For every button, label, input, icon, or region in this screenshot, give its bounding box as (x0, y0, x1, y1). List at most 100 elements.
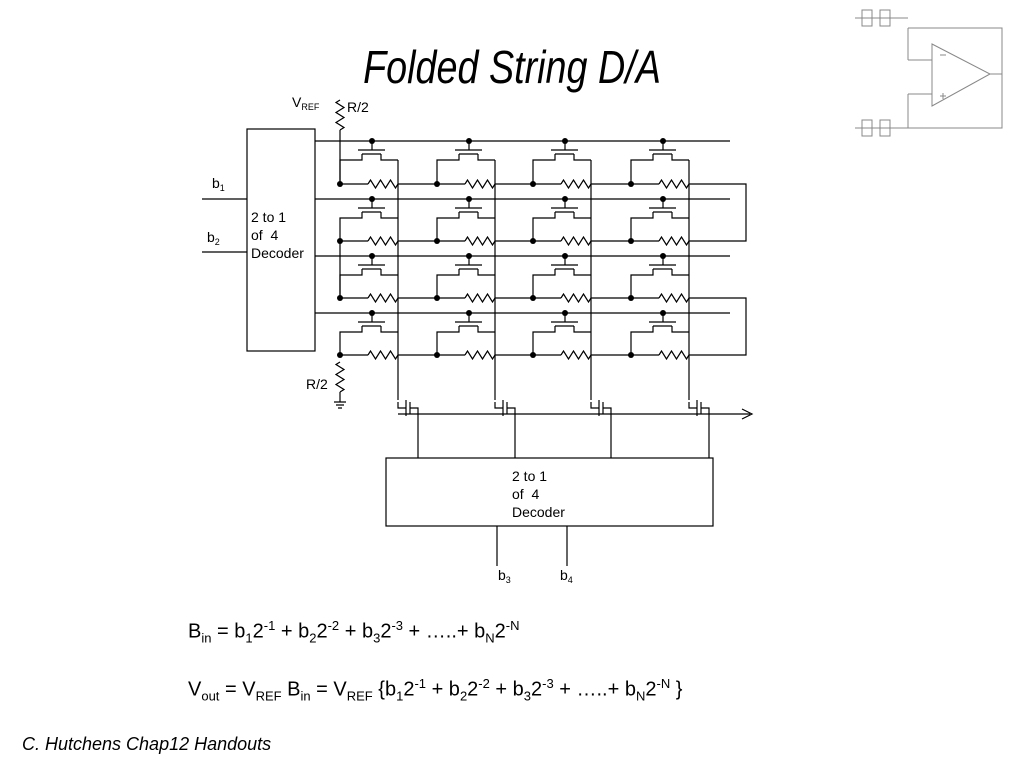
wire (730, 297, 747, 356)
wire (532, 154, 556, 184)
junction-dot (660, 196, 666, 202)
wire (590, 402, 599, 409)
wire (367, 349, 399, 361)
wire (334, 361, 346, 393)
junction-dot (660, 253, 666, 259)
junction-dot (660, 310, 666, 316)
junction-dot (337, 238, 343, 244)
wire (339, 154, 363, 184)
bottom-resistor-label: R/2 (306, 376, 328, 392)
wire (573, 212, 591, 219)
junction-dot (530, 295, 536, 301)
wire (410, 407, 419, 416)
wire (649, 149, 676, 155)
wire (671, 212, 689, 219)
junction-dot (628, 352, 634, 358)
wire (477, 326, 495, 333)
left-decoder-box (246, 128, 316, 352)
input-b3-label: b3 (498, 567, 511, 585)
wire (455, 321, 482, 327)
junction-dot (369, 253, 375, 259)
wire (630, 154, 654, 184)
wire (649, 321, 676, 327)
wire (367, 178, 399, 190)
wire (380, 269, 398, 276)
junction-dot (628, 295, 634, 301)
wire (455, 264, 482, 270)
wire (649, 207, 676, 213)
wire (358, 264, 385, 270)
wire (464, 235, 496, 247)
junction-dot (562, 253, 568, 259)
junction-dot (628, 181, 634, 187)
junction-dot (562, 196, 568, 202)
wire (358, 207, 385, 213)
wire (455, 207, 482, 213)
wire (397, 402, 406, 409)
wire (671, 326, 689, 333)
slide-title: Folded String D/A (363, 41, 661, 93)
junction-dot (369, 310, 375, 316)
wire (532, 212, 556, 241)
wire (701, 407, 710, 416)
footer-credit: C. Hutchens Chap12 Handouts (22, 734, 272, 754)
wire (560, 235, 592, 247)
junction-dot (434, 295, 440, 301)
wire (339, 269, 363, 298)
wire (551, 149, 578, 155)
junction-dot (337, 352, 343, 358)
wire (630, 212, 654, 241)
wire (551, 264, 578, 270)
wire (671, 154, 689, 161)
wire (477, 269, 495, 276)
wire (630, 269, 654, 298)
wire (649, 264, 676, 270)
junction-dot (434, 352, 440, 358)
junction-dot (369, 196, 375, 202)
wire (560, 178, 592, 190)
wire (658, 349, 690, 361)
wire (532, 326, 556, 355)
junction-dot (530, 181, 536, 187)
wire (358, 321, 385, 327)
bottom-decoder-line-3: Decoder (512, 504, 565, 520)
junction-dot (369, 138, 375, 144)
wire (436, 269, 460, 298)
wire (477, 154, 495, 161)
wire (367, 292, 399, 304)
wire (380, 212, 398, 219)
bottom-decoder-box (385, 457, 714, 527)
wire (560, 292, 592, 304)
wire (380, 154, 398, 161)
input-b1-label: b1 (212, 175, 225, 193)
wire (334, 401, 346, 409)
wire (339, 212, 363, 241)
bottom-decoder-line-2: of 4 (512, 486, 539, 502)
wire (573, 269, 591, 276)
wire (339, 326, 363, 355)
left-decoder-line-3: Decoder (251, 245, 304, 261)
wire (464, 292, 496, 304)
wire (730, 183, 747, 242)
junction-dot (562, 138, 568, 144)
wire (464, 178, 496, 190)
wire (464, 349, 496, 361)
wire (551, 207, 578, 213)
wire (477, 212, 495, 219)
wire (334, 99, 346, 131)
junction-dot (466, 138, 472, 144)
wire (436, 212, 460, 241)
wire (603, 407, 612, 416)
wire (507, 407, 516, 416)
input-b2-label: b2 (207, 229, 220, 247)
wire (741, 408, 754, 420)
wire (358, 149, 385, 155)
wire (436, 154, 460, 184)
junction-dot (530, 352, 536, 358)
junction-dot (337, 181, 343, 187)
wire (573, 326, 591, 333)
junction-dot (660, 138, 666, 144)
wire (630, 326, 654, 355)
wire (688, 402, 697, 409)
